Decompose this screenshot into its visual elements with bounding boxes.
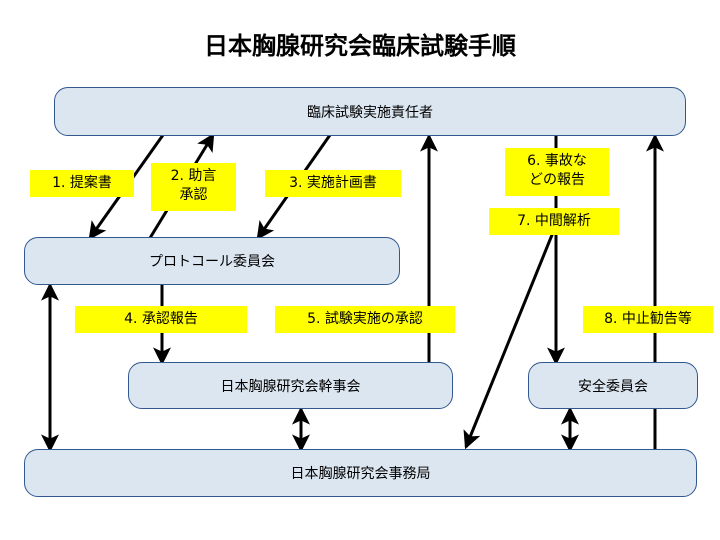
node-protocol-committee[interactable]: プロトコール委員会: [24, 237, 400, 285]
page-title: 日本胸腺研究会臨床試験手順: [204, 32, 516, 60]
node-label: 安全委員会: [578, 378, 648, 395]
tag-5-trial-approval: 5. 試験実施の承認: [275, 306, 455, 333]
tag-2-advice-approval: 2. 助言 承認: [151, 163, 236, 211]
node-label: 日本胸腺研究会幹事会: [220, 378, 361, 395]
node-label: 日本胸腺研究会事務局: [290, 466, 431, 482]
node-safety-committee[interactable]: 安全委員会: [528, 362, 698, 409]
tag-1-proposal: 1. 提案書: [30, 170, 134, 197]
node-label: プロトコール委員会: [149, 254, 275, 270]
tag-3-protocol-document: 3. 実施計画書: [265, 170, 401, 197]
arrow-safety-to-secretariat: [463, 224, 558, 450]
node-secretariat[interactable]: 日本胸腺研究会事務局: [24, 449, 697, 497]
tag-8-suspension-recommendation: 8. 中止勧告等: [583, 306, 713, 333]
tag-6-incident-report: 6. 事故な どの報告: [505, 148, 609, 196]
node-label: 臨床試験実施責任者: [307, 104, 433, 121]
tag-7-interim-analysis: 7. 中間解析: [489, 208, 619, 235]
node-principal-investigator[interactable]: 臨床試験実施責任者: [54, 87, 686, 136]
node-board-of-directors[interactable]: 日本胸腺研究会幹事会: [128, 362, 453, 409]
tag-4-approval-report: 4. 承認報告: [75, 306, 247, 333]
